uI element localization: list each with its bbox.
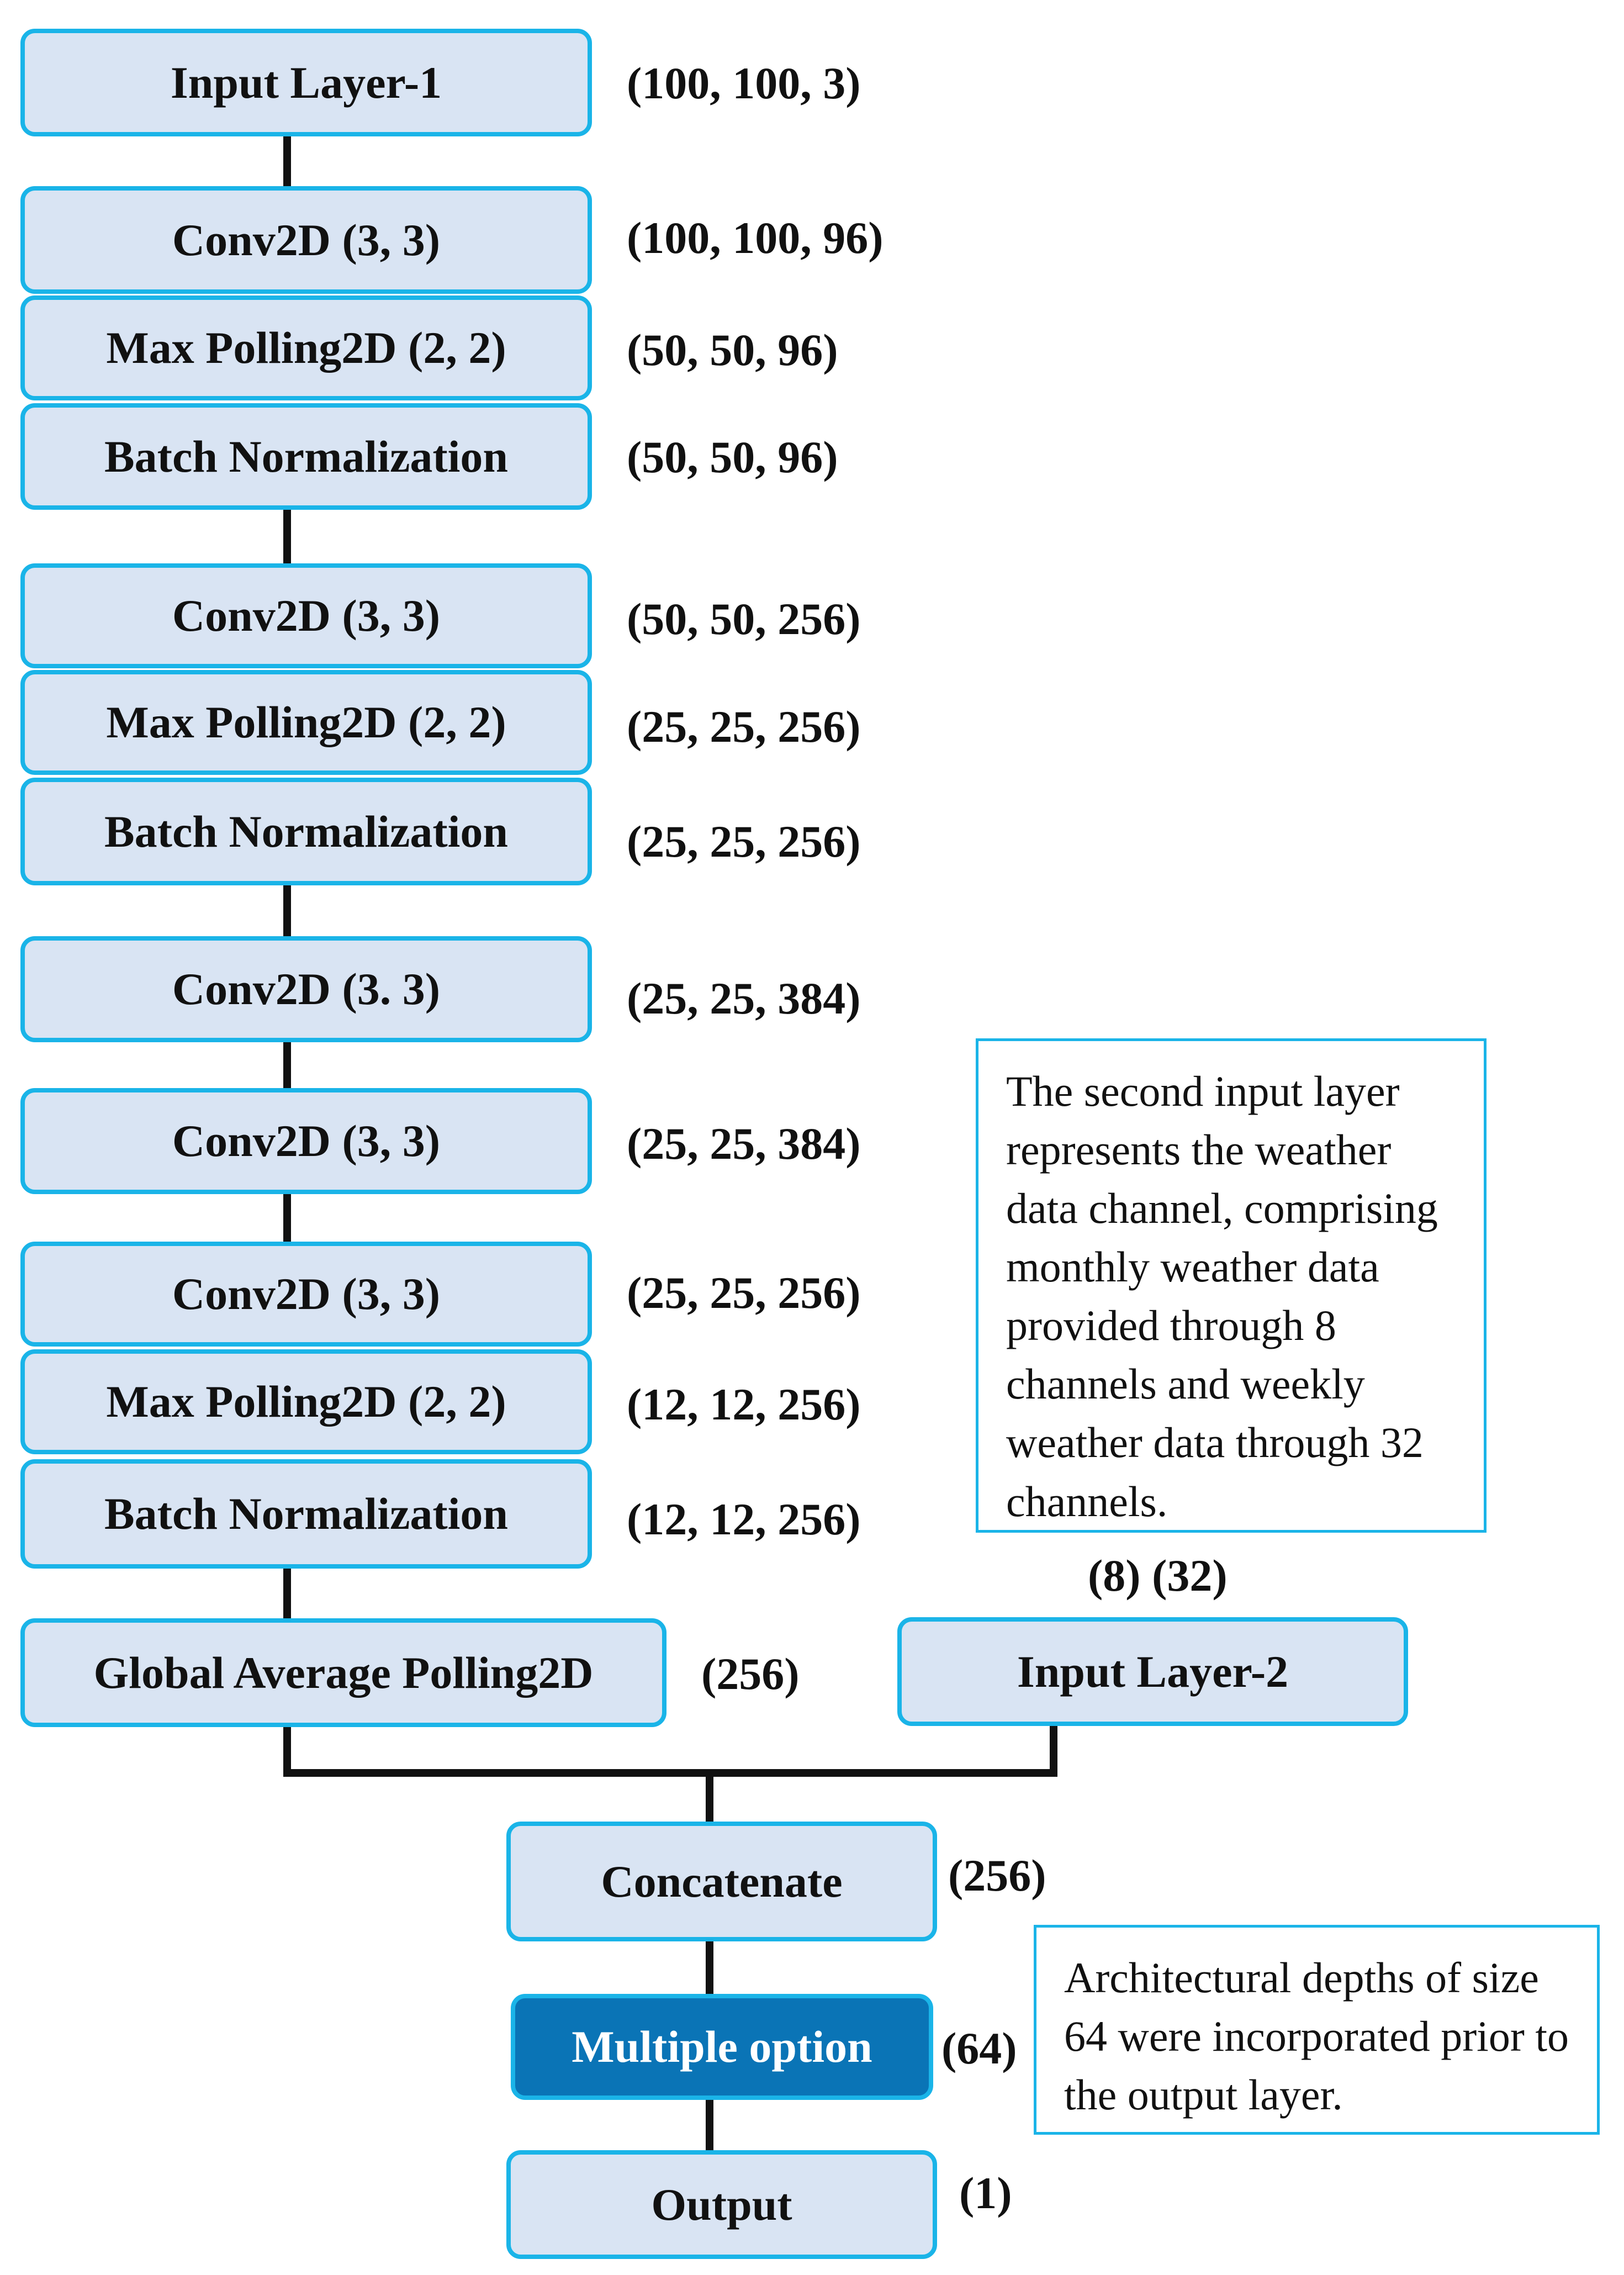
layer-output: Output bbox=[506, 2150, 937, 2259]
layer-label: Input Layer-1 bbox=[170, 57, 442, 108]
note-architecture-depth: Architectural depths of size 64 were inc… bbox=[1034, 1925, 1600, 2135]
shape-conv2d-1: (100, 100, 96) bbox=[627, 213, 884, 263]
layer-label: Batch Normalization bbox=[104, 806, 509, 857]
layer-global-avg-pool: Global Average Polling2D bbox=[20, 1618, 666, 1727]
layer-label: Conv2D (3, 3) bbox=[172, 1269, 441, 1319]
layer-concatenate: Concatenate bbox=[506, 1822, 937, 1941]
layer-label: Batch Normalization bbox=[104, 1488, 509, 1539]
layer-conv2d-1: Conv2D (3, 3) bbox=[20, 186, 592, 294]
layer-conv2d-5: Conv2D (3, 3) bbox=[20, 1242, 592, 1347]
layer-input-2: Input Layer-2 bbox=[897, 1617, 1408, 1726]
layer-label: Conv2D (3. 3) bbox=[172, 964, 441, 1014]
shape-concatenate: (256) bbox=[948, 1850, 1046, 1901]
shape-conv2d-2: (50, 50, 256) bbox=[627, 594, 861, 644]
layer-maxpool-2: Max Polling2D (2, 2) bbox=[20, 670, 592, 775]
layer-label: Max Polling2D (2, 2) bbox=[106, 1376, 506, 1427]
layer-batchnorm-1: Batch Normalization bbox=[20, 403, 592, 510]
note-weather-input: The second input layer represents the we… bbox=[976, 1038, 1487, 1533]
layer-label: Conv2D (3, 3) bbox=[172, 1116, 441, 1166]
layer-conv2d-4: Conv2D (3, 3) bbox=[20, 1088, 592, 1194]
layer-label: Global Average Polling2D bbox=[93, 1647, 594, 1698]
shape-maxpool-3: (12, 12, 256) bbox=[627, 1379, 861, 1429]
layer-batchnorm-2: Batch Normalization bbox=[20, 778, 592, 885]
layer-conv2d-2: Conv2D (3, 3) bbox=[20, 563, 592, 668]
shape-maxpool-2: (25, 25, 256) bbox=[627, 701, 861, 752]
connector-merge bbox=[283, 1726, 1057, 1777]
layer-label: Concatenate bbox=[601, 1856, 843, 1907]
layer-label: Batch Normalization bbox=[104, 431, 509, 482]
layer-label: Max Polling2D (2, 2) bbox=[106, 323, 506, 373]
layer-multiple-option: Multiple option bbox=[511, 1994, 933, 2100]
layer-label: Input Layer-2 bbox=[1017, 1646, 1289, 1697]
layer-conv2d-3: Conv2D (3. 3) bbox=[20, 936, 592, 1042]
layer-label: Conv2D (3, 3) bbox=[172, 214, 441, 265]
layer-input-1: Input Layer-1 bbox=[20, 29, 592, 136]
shape-conv2d-4: (25, 25, 384) bbox=[627, 1118, 861, 1169]
shape-multiple-option: (64) bbox=[941, 2023, 1017, 2073]
shape-global-avg-pool: (256) bbox=[701, 1649, 800, 1699]
shape-input-1: (100, 100, 3) bbox=[627, 58, 861, 108]
layer-batchnorm-3: Batch Normalization bbox=[20, 1459, 592, 1569]
layer-label: Multiple option bbox=[572, 2021, 872, 2072]
layer-label: Output bbox=[651, 2179, 792, 2230]
shape-batchnorm-3: (12, 12, 256) bbox=[627, 1494, 861, 1544]
shape-conv2d-3: (25, 25, 384) bbox=[627, 973, 861, 1023]
layer-maxpool-1: Max Polling2D (2, 2) bbox=[20, 295, 592, 400]
layer-label: Max Polling2D (2, 2) bbox=[106, 697, 506, 747]
layer-label: Conv2D (3, 3) bbox=[172, 590, 441, 641]
layer-maxpool-3: Max Polling2D (2, 2) bbox=[20, 1349, 592, 1454]
shape-maxpool-1: (50, 50, 96) bbox=[627, 325, 838, 375]
shape-batchnorm-2: (25, 25, 256) bbox=[627, 816, 861, 867]
shape-output: (1) bbox=[959, 2168, 1012, 2218]
shape-batchnorm-1: (50, 50, 96) bbox=[627, 432, 838, 482]
shape-conv2d-5: (25, 25, 256) bbox=[627, 1268, 861, 1318]
shape-input-2: (8) (32) bbox=[1088, 1550, 1228, 1601]
